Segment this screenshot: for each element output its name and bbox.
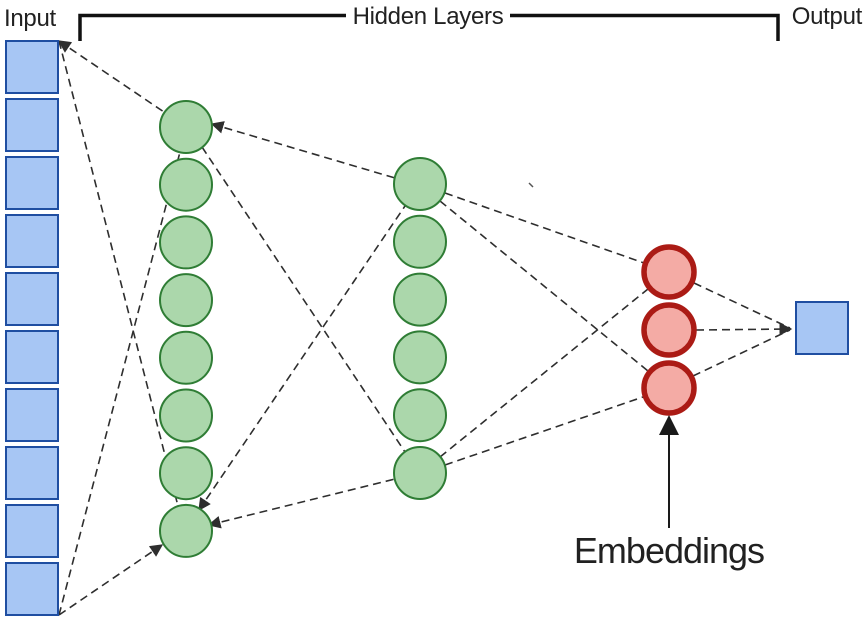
hidden1-node (159, 330, 213, 385)
hidden1-node (159, 503, 213, 558)
input-node (5, 98, 59, 152)
input-node (5, 272, 59, 326)
input-node (5, 330, 59, 384)
hidden2-node (393, 214, 447, 269)
nodes-group (5, 40, 849, 616)
input-node (5, 562, 59, 616)
input-node (5, 40, 59, 94)
connection-line (695, 322, 793, 336)
input-node (5, 504, 59, 558)
connection-line (207, 478, 396, 529)
embedding-node (641, 244, 697, 300)
hidden-layers-bracket-left (78, 13, 346, 41)
connection-line (444, 396, 644, 466)
hidden2-node (393, 157, 447, 211)
hidden2-node (393, 388, 447, 443)
hidden1-node (159, 388, 213, 443)
connection-line (201, 146, 406, 453)
input-label: Input (4, 5, 57, 32)
connection-line (58, 40, 179, 507)
connection-line (210, 121, 396, 179)
embeddings-label: Embeddings (574, 530, 764, 571)
hidden-layers-bracket-right (510, 13, 780, 41)
connection-line (439, 288, 649, 458)
input-node (5, 446, 59, 500)
hidden1-node (159, 446, 213, 501)
connection-line (198, 205, 406, 512)
connection-line (58, 544, 164, 616)
hidden-layers-label: Hidden Layers (353, 3, 504, 30)
embedding-node (641, 360, 697, 416)
hidden1-node (159, 157, 213, 212)
input-node (5, 388, 59, 442)
hidden2-node (393, 330, 447, 385)
output-label: Output (792, 3, 863, 30)
embedding-node (641, 302, 697, 358)
connection-line (692, 329, 791, 377)
hidden1-node (159, 100, 213, 154)
connection-line (57, 40, 165, 113)
input-node (5, 214, 59, 268)
embeddings-annotation: Embeddings (574, 415, 765, 571)
connection-line (439, 200, 649, 372)
output-node (795, 301, 849, 355)
input-node (5, 156, 59, 210)
hidden1-node (159, 215, 213, 270)
stray-mark (528, 182, 534, 188)
hidden1-node (159, 273, 213, 328)
connections-group (57, 40, 793, 616)
hidden2-node (393, 446, 447, 500)
connection-line (444, 192, 645, 264)
hidden2-node (393, 272, 447, 327)
connection-line (693, 282, 791, 329)
connection-line (58, 151, 181, 616)
